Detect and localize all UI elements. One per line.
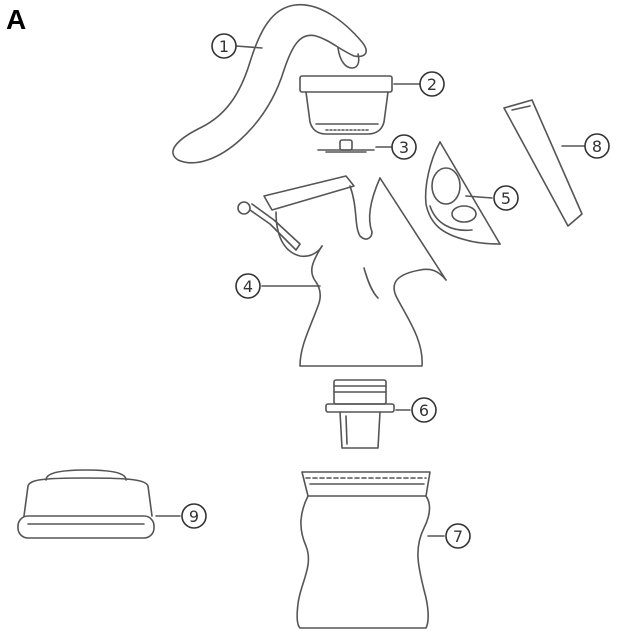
funnel-part	[424, 141, 501, 245]
callout-1: 1	[211, 33, 237, 59]
lid-part	[17, 469, 155, 539]
svg-text:9: 9	[189, 507, 199, 526]
callout-5: 5	[493, 185, 519, 211]
leader-1	[235, 45, 263, 49]
bottle-part	[296, 471, 431, 629]
svg-text:5: 5	[501, 189, 511, 208]
svg-text:1: 1	[219, 37, 229, 56]
rubber-strip-part	[503, 99, 583, 227]
svg-text:8: 8	[592, 137, 602, 156]
svg-text:3: 3	[399, 138, 409, 157]
leader-5	[465, 195, 493, 199]
callout-8: 8	[584, 133, 610, 159]
callout-4: 4	[235, 273, 261, 299]
callout-2: 2	[419, 71, 445, 97]
callout-7: 7	[445, 523, 471, 549]
connector-part	[325, 379, 395, 449]
handle-part	[172, 3, 367, 164]
valve-disc-part	[317, 139, 375, 153]
svg-text:4: 4	[243, 277, 253, 296]
callout-9: 9	[181, 503, 207, 529]
callout-3: 3	[391, 134, 417, 160]
callout-6: 6	[411, 397, 437, 423]
leader-lines	[155, 45, 585, 537]
svg-text:6: 6	[419, 401, 429, 420]
valve-cup-part	[299, 75, 393, 135]
svg-text:7: 7	[453, 527, 463, 546]
svg-text:2: 2	[427, 75, 437, 94]
panel-label: A	[6, 4, 27, 35]
pump-body-part	[237, 175, 447, 367]
